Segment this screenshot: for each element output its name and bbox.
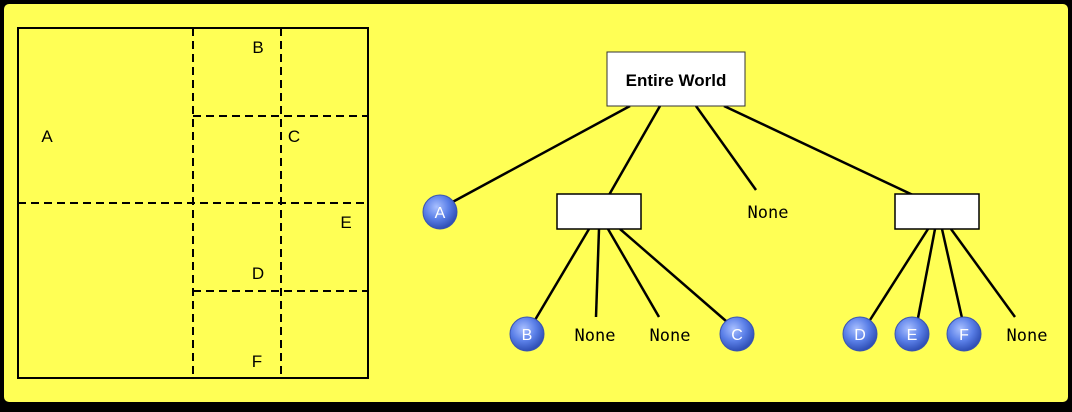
leaf-node-f: F <box>946 316 982 352</box>
none-leaf-inner-right: None <box>1007 326 1048 346</box>
edge-inner-right-f <box>940 228 964 319</box>
inner-right-box <box>894 193 980 230</box>
edge-root-inner-right <box>723 104 916 198</box>
root-label: Entire World <box>626 71 727 90</box>
tree-inner-right-node <box>894 193 980 230</box>
leaf-node-a: A <box>422 194 458 230</box>
inner-left-box <box>556 193 642 230</box>
edge-root-none <box>694 105 758 191</box>
leaf-node-c: C <box>719 316 755 352</box>
leaf-c-label: C <box>731 327 743 344</box>
leaf-f-label: F <box>959 327 969 344</box>
leaf-e-label: E <box>907 327 918 344</box>
tree-inner-left-node <box>556 193 642 230</box>
leaf-a-ball <box>422 194 458 230</box>
none-leaf-inner-left-1: None <box>575 326 616 346</box>
edge-root-a <box>446 104 631 207</box>
leaf-c-ball <box>719 316 755 352</box>
leaf-node-d: D <box>842 316 878 352</box>
grid-label-d: D <box>252 264 264 283</box>
edge-inner-right-d <box>868 228 930 321</box>
diagram-background <box>2 2 1070 404</box>
edge-root-inner-left <box>607 105 662 196</box>
leaf-b-ball <box>509 316 545 352</box>
grid-label-a: A <box>41 127 53 146</box>
leaf-a-label: A <box>435 205 446 222</box>
leaf-b-label: B <box>522 327 533 344</box>
grid-label-e: E <box>340 213 351 232</box>
edge-inner-left-b <box>533 228 591 321</box>
edge-inner-left-none-1 <box>594 228 601 318</box>
edge-inner-right-none <box>949 228 1017 318</box>
leaf-e-ball <box>894 316 930 352</box>
edge-inner-left-c <box>619 228 727 322</box>
none-leaf-inner-left-2: None <box>650 326 691 346</box>
leaf-d-label: D <box>854 327 866 344</box>
leaf-f-ball <box>946 316 982 352</box>
grid-label-c: C <box>288 127 300 146</box>
leaf-d-ball <box>842 316 878 352</box>
tree-root-node: Entire World <box>606 51 746 107</box>
grid-label-f: F <box>252 352 262 371</box>
root-box <box>606 51 746 107</box>
leaf-node-e: E <box>894 316 930 352</box>
none-leaf-root: None <box>748 203 789 223</box>
grid-label-b: B <box>252 38 263 57</box>
edge-inner-right-e <box>916 228 937 319</box>
tree-edges <box>446 104 1017 322</box>
edge-inner-left-none-2 <box>606 228 661 318</box>
partition-grid: A B C E D F <box>17 27 369 379</box>
leaf-node-b: B <box>509 316 545 352</box>
